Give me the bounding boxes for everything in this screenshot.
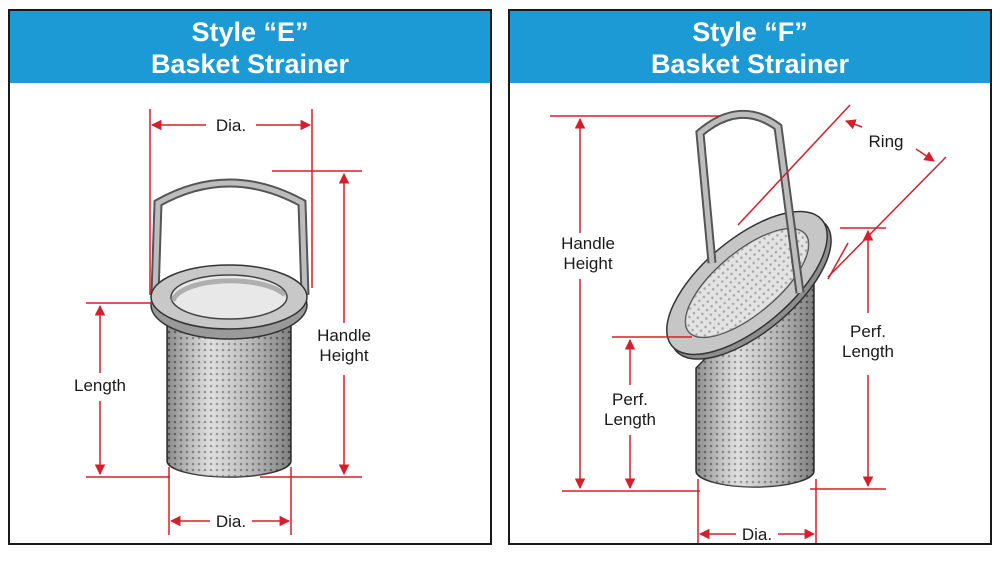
dia-bottom-label: Dia.: [216, 512, 246, 531]
ring-label: Ring: [869, 132, 904, 151]
dia-bottom-label: Dia.: [742, 525, 772, 543]
handle-height-label-line1: Handle: [317, 326, 371, 345]
style-f-diagram: Ring Handle Height Perf. Length Perf. Le…: [550, 104, 947, 543]
style-f-dimensions: [550, 104, 947, 543]
style-f-panel: Style “F” Basket Strainer: [508, 9, 992, 545]
style-f-subtitle: Basket Strainer: [650, 49, 850, 79]
style-e-basket: [150, 178, 310, 478]
style-e-dimensions: [86, 109, 362, 535]
style-f-basket: [666, 110, 832, 488]
perf-length-right-line2: Length: [842, 342, 894, 361]
handle-height-label-line2: Height: [319, 346, 368, 365]
perf-length-left-line2: Length: [604, 410, 656, 429]
style-f-header: Style “F” Basket Strainer: [510, 11, 990, 83]
perf-length-left-line1: Perf.: [612, 390, 648, 409]
style-e-subtitle: Basket Strainer: [150, 49, 350, 79]
style-e-title: Style “E”: [191, 17, 309, 47]
handle-height-label-line1: Handle: [561, 234, 615, 253]
dia-top-label: Dia.: [216, 116, 246, 135]
style-e-diagram: Dia. Handle Height Length Dia.: [74, 109, 371, 535]
perf-length-right-line1: Perf.: [850, 322, 886, 341]
handle-height-label-line2: Height: [563, 254, 612, 273]
style-e-header: Style “E” Basket Strainer: [10, 11, 490, 83]
style-e-panel: Style “E” Basket Strainer: [8, 9, 492, 545]
style-f-title: Style “F”: [692, 17, 808, 47]
length-label: Length: [74, 376, 126, 395]
